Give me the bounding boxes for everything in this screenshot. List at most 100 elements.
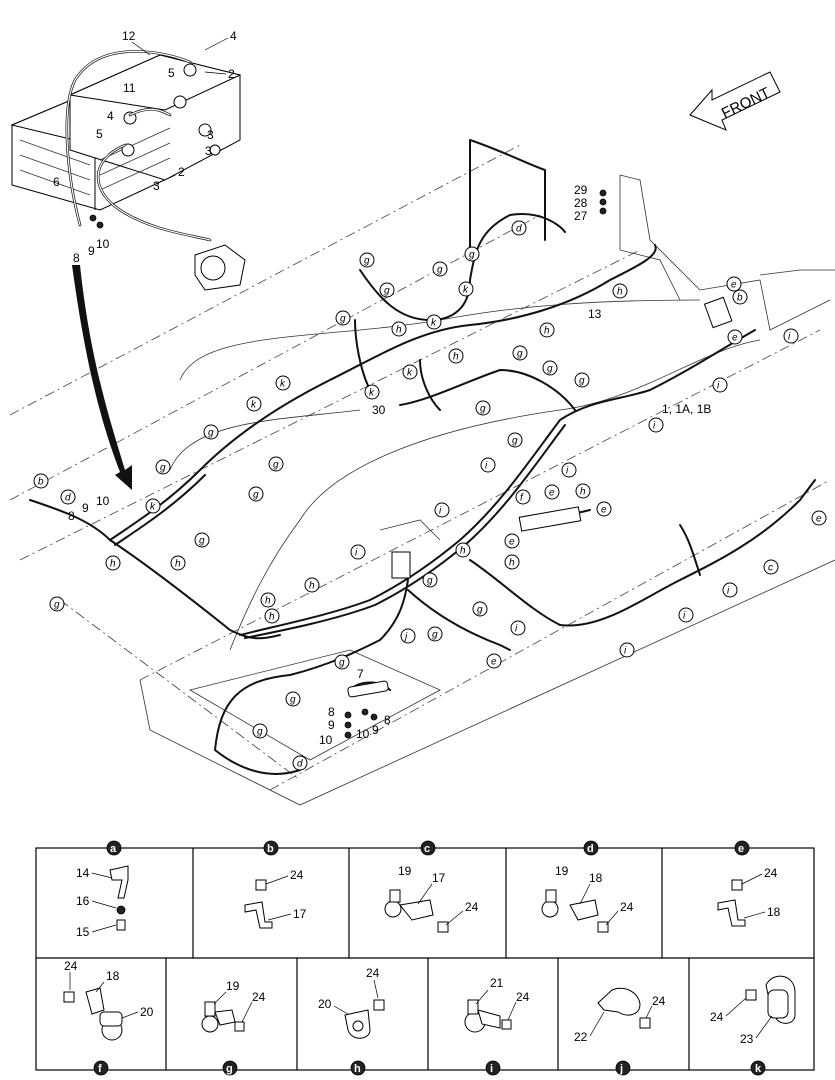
clamp-callout-h-label: h [460, 546, 466, 557]
callout-10: 10 [319, 733, 333, 747]
clamp-callout-g-label: g [384, 286, 390, 297]
clamp-callout-k [145, 498, 161, 514]
clamp-callout-k [246, 396, 262, 412]
clamp-callout-e [726, 276, 742, 292]
clamp-callout-g [512, 345, 528, 361]
callout-10: 10 [356, 727, 370, 741]
clamp-callout-i-label: i [439, 506, 442, 517]
clamp-callout-g [464, 246, 480, 262]
detail-c-part-19: 19 [398, 864, 412, 878]
detail-k-part-23: 23 [740, 1032, 754, 1046]
clamp-callout-g [285, 691, 301, 707]
clamp-callout-i [678, 607, 694, 623]
clamp-callout-g-label: g [437, 265, 443, 276]
clamp-callout-d-label: d [516, 224, 522, 235]
clamp-callout-i [722, 582, 738, 598]
clamp-callout-g [475, 400, 491, 416]
clamp-callout-g [268, 456, 284, 472]
clamp-callout-i-label: i [653, 421, 656, 432]
clamp-callout-g-label: g [339, 658, 345, 669]
detail-g-part-24: 24 [252, 990, 266, 1004]
components [89, 189, 733, 739]
clamp-callout-i-label: i [566, 466, 569, 477]
detail-j-part-22: 22 [574, 1030, 588, 1044]
clamp-callout-g [432, 261, 448, 277]
battery-group [10, 54, 246, 291]
detail-cell-a: a 14 16 15 [76, 840, 129, 939]
detail-i-part-21: 21 [490, 976, 504, 990]
clamp-callout-g-label: g [54, 600, 60, 611]
callout-8: 8 [73, 251, 80, 265]
detail-cell-k-key: k [755, 1063, 762, 1075]
clamp-callout-i [619, 642, 635, 658]
clamp-callout-h [264, 608, 280, 624]
clamp-callout-g-label: g [364, 256, 370, 267]
clamp-callout-h [170, 555, 186, 571]
clamp-callout-g [194, 532, 210, 548]
clamp-callout-h [539, 322, 555, 338]
callout-13: 13 [588, 307, 602, 321]
callout-10: 10 [96, 237, 110, 251]
clamp-callout-i-label: i [683, 611, 686, 622]
detail-cell-g: g 19 24 [201, 979, 266, 1076]
clamp-callout-g-label: g [547, 364, 553, 375]
detail-h-part-24: 24 [366, 966, 380, 980]
detail-cell-j-key: j [619, 1063, 623, 1075]
clamp-callout-j [400, 628, 416, 644]
detail-k-part-24: 24 [710, 1010, 724, 1024]
clamp-callout-h-label: h [509, 558, 515, 569]
clamp-callout-b-label: b [737, 293, 743, 304]
clamp-callout-h [448, 348, 464, 364]
clamp-callout-e-label: e [816, 514, 822, 525]
callout-27: 27 [574, 209, 588, 223]
clamp-callout-h-label: h [544, 326, 550, 337]
clamp-callout-h-label: h [309, 581, 315, 592]
callout-29: 29 [574, 183, 588, 197]
clamp-callout-h [260, 592, 276, 608]
detail-cell-f: f 24 18 20 [63, 959, 154, 1076]
clamp-callout-g [574, 372, 590, 388]
callout-4: 4 [230, 29, 237, 43]
detail-a-part-15: 15 [76, 925, 90, 939]
detail-cell-b: b 24 17 [244, 840, 307, 929]
clamp-callout-h [504, 554, 520, 570]
callout-6: 6 [53, 175, 60, 189]
callout-9: 9 [82, 501, 89, 515]
clamp-callout-b-label: b [38, 477, 44, 488]
detail-a-part-14: 14 [76, 866, 90, 880]
clamp-callout-g-label: g [208, 428, 214, 439]
clamp-callout-k-label: k [463, 285, 469, 296]
detail-e-part-24: 24 [764, 866, 778, 880]
clamp-callout-k-label: k [431, 318, 437, 329]
detail-cell-a-key: a [110, 843, 117, 855]
clamp-callout-i-label: i [515, 624, 518, 635]
clamp-callout-i [712, 377, 728, 393]
detail-b-part-24: 24 [290, 868, 304, 882]
callout-8: 8 [328, 705, 335, 719]
clamp-callout-g [248, 486, 264, 502]
clamp-callout-g-label: g [469, 250, 475, 261]
clamp-callout-g-label: g [290, 695, 296, 706]
clamp-callout-k [402, 364, 418, 380]
clamp-callout-h-label: h [175, 559, 181, 570]
clamp-callout-e [811, 510, 827, 526]
clamp-callout-g [359, 252, 375, 268]
clamp-callout-d-label: d [297, 759, 303, 770]
detail-g-part-19: 19 [226, 979, 240, 993]
clamp-callout-f [515, 489, 531, 505]
clamp-callout-i [648, 417, 664, 433]
clamp-callout-g-label: g [257, 727, 263, 738]
detail-cell-f-key: f [98, 1063, 102, 1075]
clamp-callout-e [596, 501, 612, 517]
clamp-callout-h [391, 321, 407, 337]
callout-12: 12 [122, 29, 136, 43]
clamp-callout-g-label: g [253, 490, 259, 501]
clamp-callout-i [510, 620, 526, 636]
clamp-callout-k-label: k [407, 368, 413, 379]
clamp-callout-g-label: g [512, 436, 518, 447]
callout-9: 9 [88, 244, 95, 258]
callout-7: 7 [357, 667, 364, 681]
callout-5: 5 [168, 66, 175, 80]
